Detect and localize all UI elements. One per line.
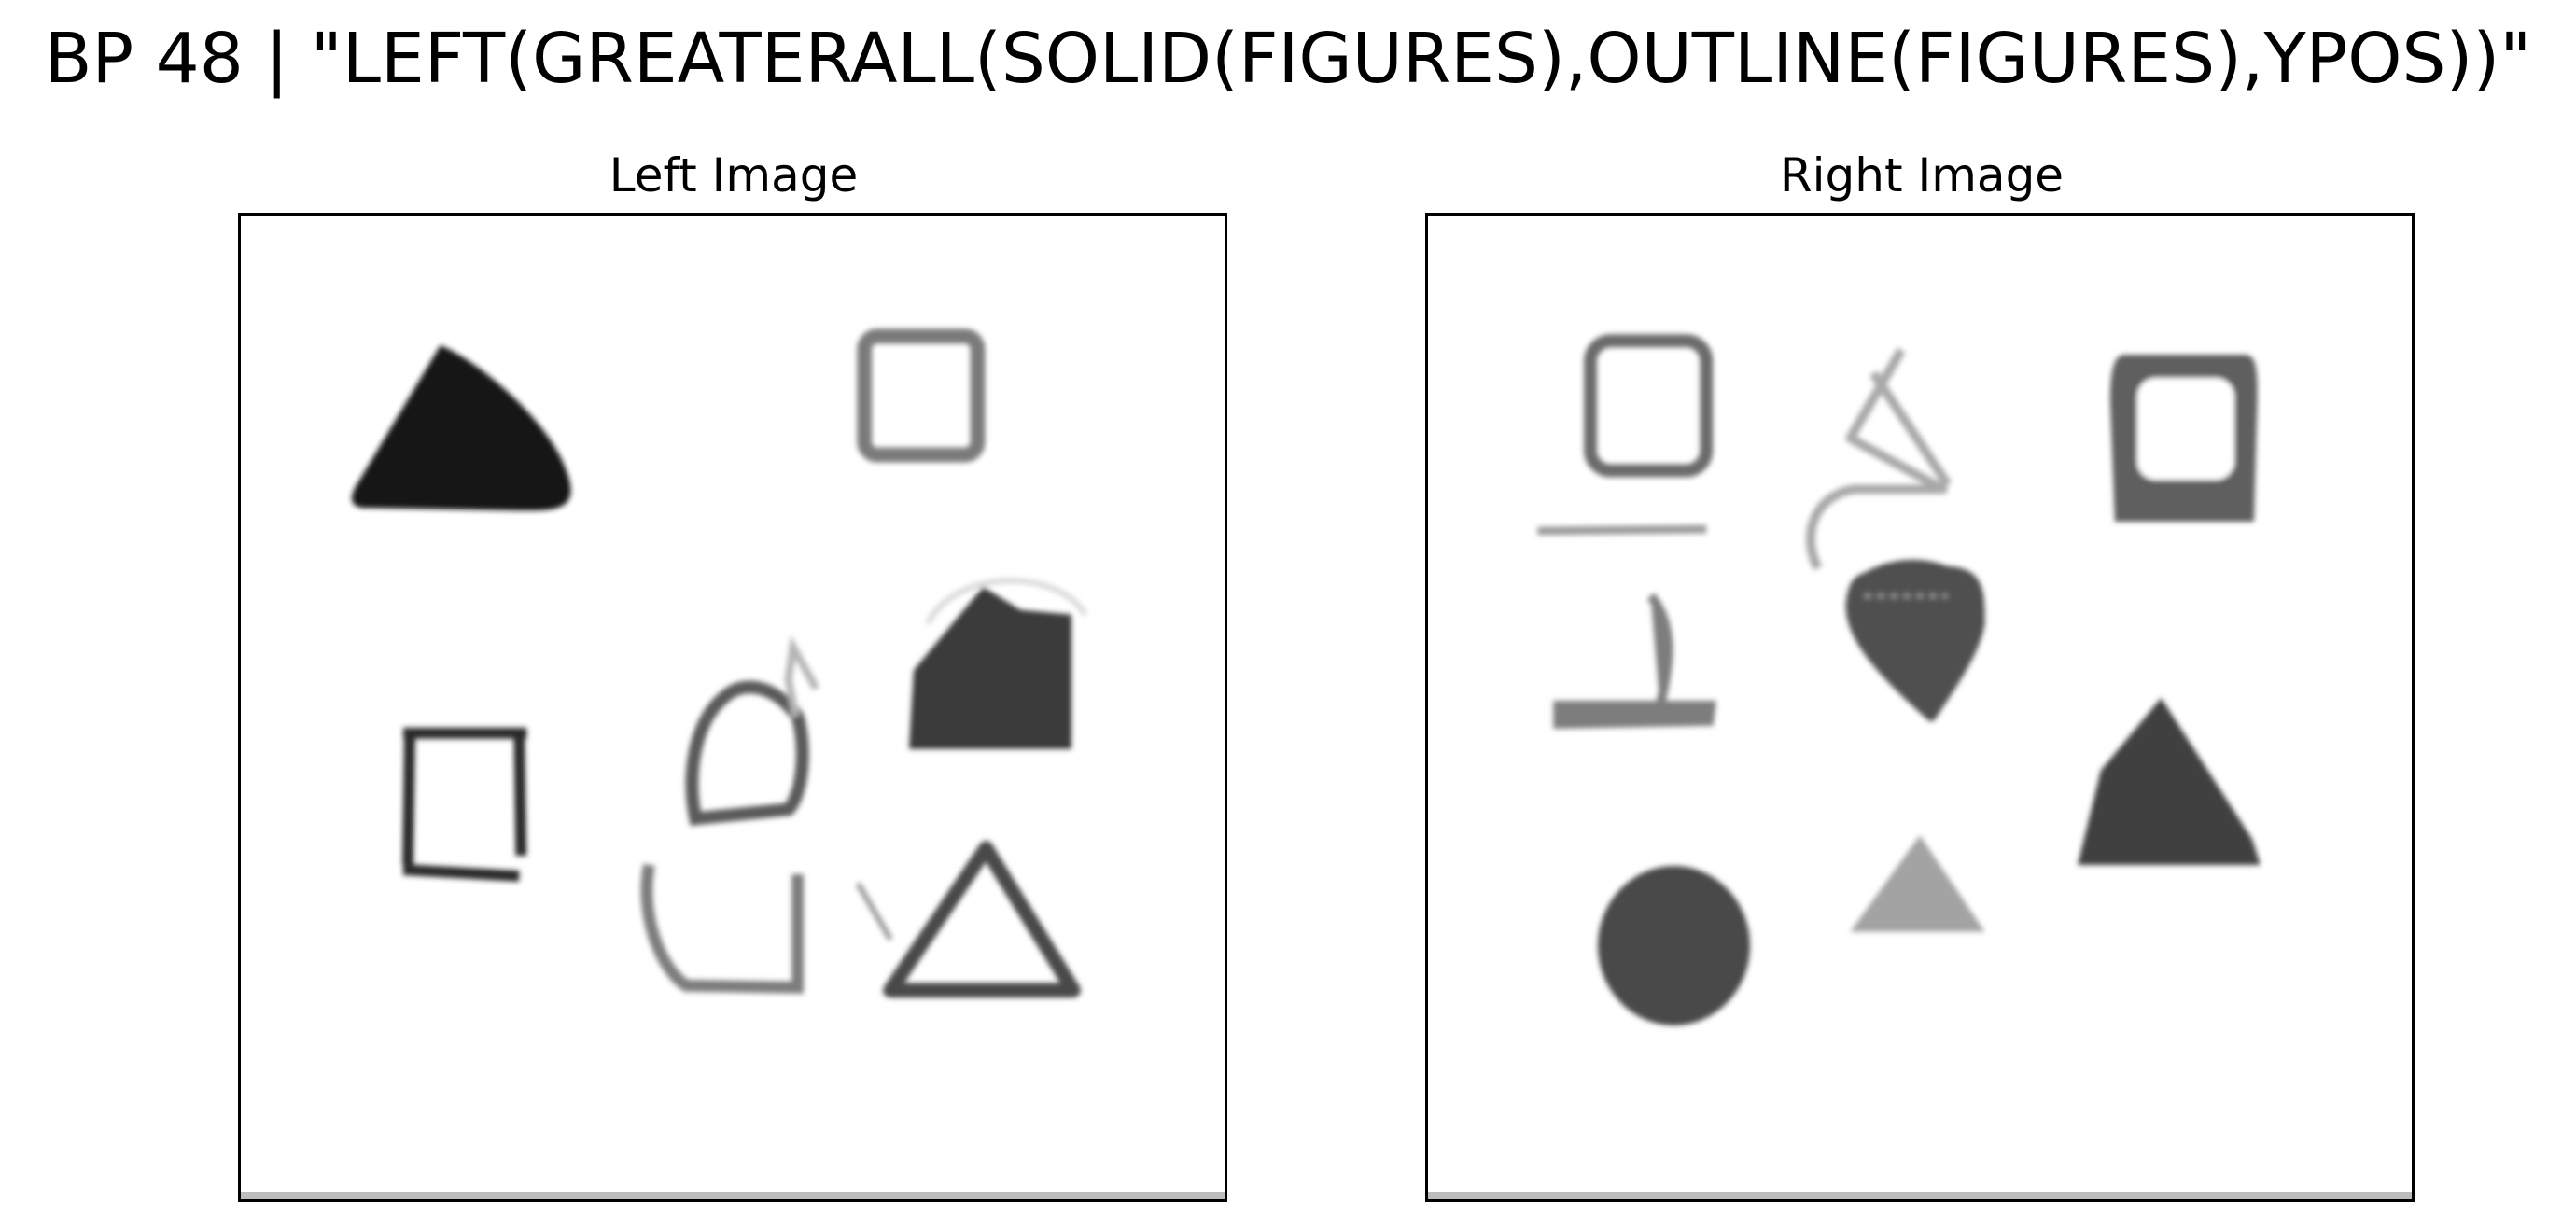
faint-arc-figure bbox=[925, 578, 1088, 625]
outline-line-figure bbox=[1537, 524, 1707, 536]
left-panel-title: Left Image bbox=[609, 148, 859, 202]
outline-open-square-figure bbox=[640, 863, 805, 994]
solid-shield-figure bbox=[1845, 559, 1985, 721]
right-image-panel bbox=[1425, 213, 2415, 1202]
outline-square-figure bbox=[1584, 334, 1714, 478]
panel-bottom-strip bbox=[241, 1192, 1225, 1199]
left-image-canvas bbox=[351, 328, 1088, 998]
panel-bottom-strip bbox=[1428, 1192, 2412, 1199]
left-image-panel bbox=[238, 213, 1227, 1202]
right-panel-title: Right Image bbox=[1779, 148, 2065, 202]
solid-triangle-figure bbox=[351, 345, 571, 511]
figure-title: BP 48 | "LEFT(GREATERALL(SOLID(FIGURES),… bbox=[44, 19, 2532, 99]
solid-circle-figure bbox=[1597, 866, 1751, 1026]
outline-triangle-figure bbox=[1805, 347, 1948, 571]
solid-pentagon-figure bbox=[908, 586, 1071, 749]
outline-square-figure-2 bbox=[402, 727, 527, 882]
right-image-canvas bbox=[1537, 334, 2261, 1026]
outline-triangle-small-figure bbox=[784, 635, 819, 718]
outline-angle-figure bbox=[1553, 593, 1716, 729]
outline-square-thick-hole bbox=[2136, 378, 2235, 481]
outline-triangle-side bbox=[1869, 370, 1952, 488]
solid-triangle-figure bbox=[1850, 835, 1985, 932]
solid-pentagon-figure bbox=[2078, 698, 2261, 866]
outline-triangle-figure bbox=[883, 841, 1081, 998]
outline-square-figure bbox=[857, 328, 986, 463]
outline-triangle-stroke bbox=[855, 882, 893, 941]
outline-circle-figure bbox=[685, 680, 809, 826]
